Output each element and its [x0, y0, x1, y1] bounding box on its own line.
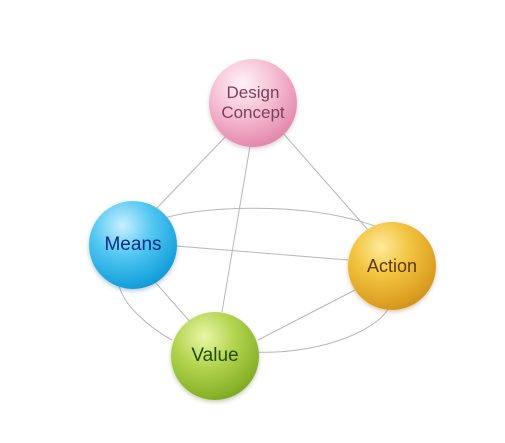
- link-means-value: [154, 281, 193, 325]
- link-value-action: [257, 289, 356, 341]
- link-design-action: [281, 131, 369, 231]
- value-node: Value: [171, 312, 259, 400]
- link-means-action: [175, 245, 349, 261]
- value-label: Value: [191, 345, 239, 367]
- design-concept-label: Design Concept: [221, 83, 285, 122]
- action-node: Action: [348, 222, 436, 310]
- link-design-means: [154, 131, 231, 211]
- means-label: Means: [104, 234, 162, 256]
- means-node: Means: [89, 201, 177, 289]
- orbit-arc-top: [164, 207, 396, 236]
- orbit-arc-left: [117, 281, 173, 341]
- link-design-value: [221, 145, 251, 313]
- action-label: Action: [366, 255, 418, 276]
- design-concept-node: Design Concept: [209, 59, 297, 147]
- orbit-arc-bottom: [253, 305, 391, 353]
